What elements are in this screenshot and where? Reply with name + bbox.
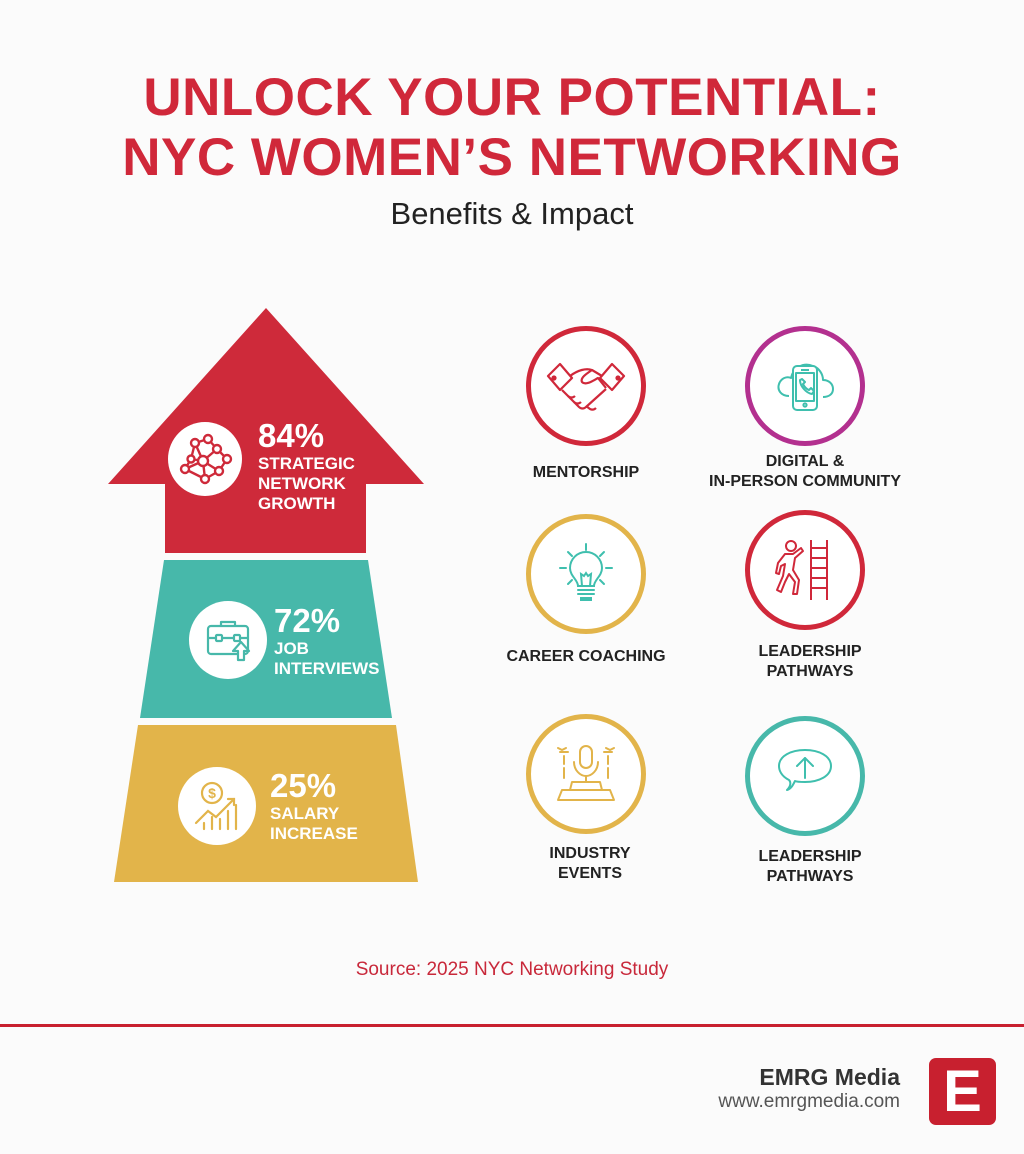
network-icon	[179, 433, 233, 485]
feature-label: LEADERSHIP PATHWAYS	[758, 643, 862, 680]
brand-logo-icon: E	[929, 1058, 996, 1125]
stat-label: SALARY INCREASE	[270, 804, 358, 843]
stat-value: 25%	[270, 767, 337, 804]
feature-career-coaching	[526, 514, 646, 634]
feature-leadership-pathways-2	[745, 716, 865, 836]
feature-label: INDUSTRY EVENTS	[549, 845, 631, 882]
brand-name: EMRG Media	[759, 1064, 900, 1090]
feature-industry-events	[526, 714, 646, 834]
title-line-2: NYC WOMEN’S NETWORKING	[122, 128, 902, 187]
feature-community	[745, 326, 865, 446]
title-line-1: UNLOCK YOUR POTENTIAL:	[143, 68, 881, 127]
feature-label: CAREER COACHING	[506, 648, 666, 665]
ladder-climb-icon	[775, 540, 828, 600]
dollar-growth-icon: $	[194, 781, 238, 831]
stat-network-badge	[168, 422, 242, 496]
speech-arrow-icon	[778, 749, 832, 791]
svg-text:$: $	[208, 785, 216, 801]
arrow-gold-segment	[114, 725, 418, 882]
source-note: Source: 2025 NYC Networking Study	[355, 959, 669, 980]
stat-salary-badge: $	[178, 767, 256, 845]
stat-interviews-badge	[189, 601, 267, 679]
phone-cloud-icon	[777, 363, 834, 411]
feature-leadership-pathways	[745, 510, 865, 630]
stat-salary: 25% SALARY INCREASE	[270, 768, 358, 844]
feature-mentorship	[526, 326, 646, 446]
feature-label: MENTORSHIP	[532, 464, 640, 481]
footer-divider	[0, 1024, 1024, 1027]
stat-interviews: 72% JOB INTERVIEWS	[274, 603, 379, 679]
feature-label: LEADERSHIP PATHWAYS	[758, 848, 862, 885]
stat-label: STRATEGIC NETWORK GROWTH	[258, 454, 355, 513]
briefcase-up-icon	[206, 620, 251, 662]
stat-label: JOB INTERVIEWS	[274, 639, 380, 678]
feature-label: DIGITAL & IN-PERSON COMMUNITY	[709, 453, 901, 490]
handshake-icon	[546, 362, 626, 411]
microphone-podium-icon	[557, 745, 615, 801]
stat-value: 72%	[274, 602, 341, 639]
lightbulb-icon	[559, 543, 613, 601]
stat-value: 84%	[258, 417, 325, 454]
subtitle: Benefits & Impact	[390, 196, 634, 231]
stat-network: 84% STRATEGIC NETWORK GROWTH	[258, 418, 355, 514]
brand-url-link[interactable]: www.emrgmedia.com	[718, 1091, 900, 1112]
